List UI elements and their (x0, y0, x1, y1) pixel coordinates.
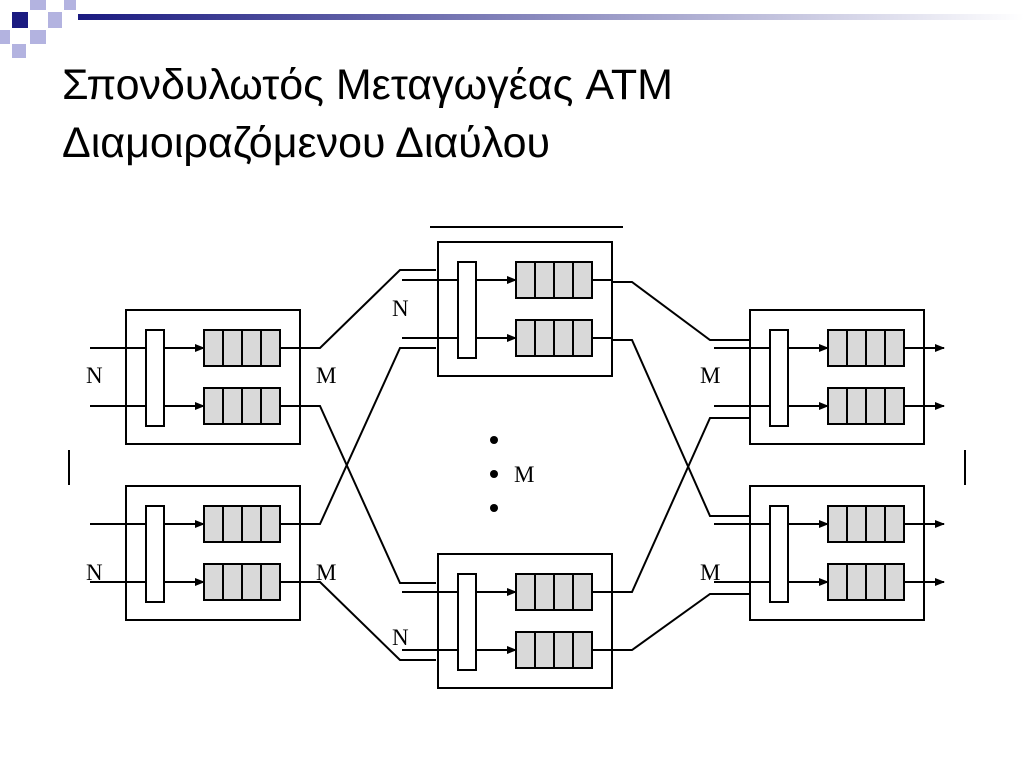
bus-bar (457, 261, 477, 359)
switch-modules (90, 241, 945, 689)
label-right-top-inputs: M (700, 363, 720, 388)
deco-square (30, 30, 46, 44)
ellipsis-dot (490, 470, 498, 478)
module-left-bottom (90, 485, 301, 621)
slide-title: Σπονδυλωτός Μεταγωγέας ATM Διαμοιραζόμεν… (62, 56, 673, 172)
bus-bar (769, 505, 789, 603)
label-left-top-outputs: M (316, 363, 336, 388)
link-left2-center2 (300, 581, 436, 661)
bus-bar (457, 573, 477, 671)
label-center-module-count: M (514, 462, 534, 487)
bus-bar (145, 505, 165, 603)
deco-square (64, 0, 76, 10)
label-left-bottom-inputs: N (86, 560, 103, 585)
deco-square (0, 30, 10, 44)
link-center1-right1 (612, 281, 750, 341)
link-center2-right2 (612, 593, 750, 651)
deco-square (12, 44, 26, 58)
title-line-1: Σπονδυλωτός Μεταγωγέας ATM (62, 61, 673, 109)
deco-square (30, 0, 46, 10)
bus-bar (145, 329, 165, 427)
link-left2-center1 (300, 347, 436, 525)
deco-square (48, 12, 62, 28)
module-left-top (90, 309, 301, 445)
module-right-top (714, 309, 945, 445)
deco-square (12, 12, 28, 28)
decorative-header-pattern (0, 0, 1024, 58)
header-gradient-bar (78, 14, 1024, 20)
link-left1-center1 (300, 269, 436, 349)
ellipsis-dot (490, 436, 498, 444)
ellipsis-dot (490, 504, 498, 512)
module-right-bottom (714, 485, 945, 621)
title-line-2: Διαμοιραζόμενου Διαύλου (62, 119, 551, 167)
bus-bar (769, 329, 789, 427)
label-left-bottom-outputs: M (316, 560, 336, 585)
link-center1-right2 (612, 339, 750, 517)
label-center-bottom-inputs: N (392, 625, 409, 650)
interconnections (300, 269, 750, 661)
link-center2-right1 (612, 417, 750, 593)
label-center-top-inputs: N (392, 296, 409, 321)
module-center-top (402, 241, 613, 377)
link-left1-center2 (300, 405, 436, 584)
label-left-top-inputs: N (86, 363, 103, 388)
module-center-bottom (402, 553, 613, 689)
label-right-bottom-inputs: M (700, 560, 720, 585)
